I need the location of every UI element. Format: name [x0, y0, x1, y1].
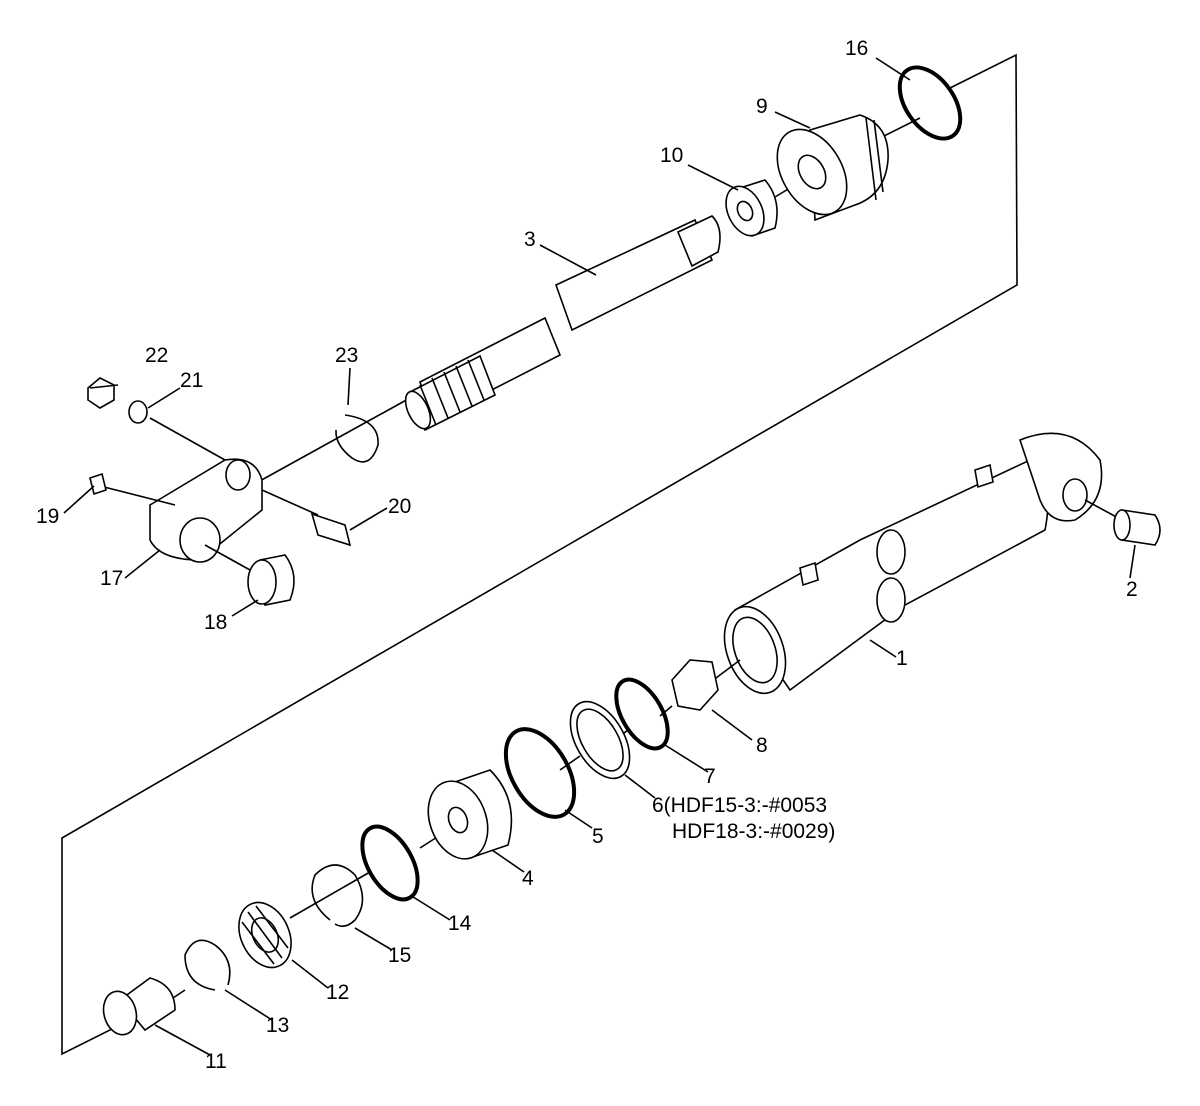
callout-16: 16	[845, 37, 868, 60]
callout-21: 21	[180, 369, 203, 392]
callout-23: 23	[335, 344, 358, 367]
callout-6: 6(HDF15-3:-#0053	[652, 794, 827, 817]
part-6-backup-ring-inner	[576, 708, 624, 772]
callout-5: 5	[592, 825, 604, 848]
leader-19-axis	[103, 486, 176, 506]
axis-21	[149, 417, 226, 461]
part-23-snap-ring	[335, 414, 379, 463]
part-8-nut	[671, 659, 719, 711]
axis-20	[261, 489, 319, 516]
part-3-rod	[404, 215, 721, 432]
part-11-bushing	[102, 977, 176, 1036]
part-10-seal	[725, 179, 778, 238]
part-16-o-ring	[897, 65, 963, 141]
callout-11: 11	[205, 1050, 227, 1073]
part-19-grease-nipple	[89, 472, 107, 496]
callout-12: 12	[326, 981, 349, 1004]
part-2-pin	[1113, 509, 1161, 546]
part-12-wear-ring	[238, 901, 292, 969]
axis-5	[559, 755, 581, 771]
part-15-snap-ring	[311, 864, 364, 928]
part-5-o-ring	[503, 727, 577, 819]
part-7-o-ring	[614, 677, 670, 751]
callout-18: 18	[204, 611, 227, 634]
part-21-washer	[128, 400, 148, 424]
callout-7: 7	[704, 765, 716, 788]
callout-10: 10	[660, 144, 683, 167]
callout-3: 3	[524, 228, 536, 251]
part-20-bolt	[310, 512, 352, 547]
callout-14: 14	[448, 912, 472, 935]
axis-18	[204, 544, 251, 571]
callout-6-continued: HDF18-3:-#0029)	[672, 820, 835, 843]
assembly-frame	[61, 53, 1018, 1056]
part-17-clevis	[149, 458, 263, 563]
callout-19: 19	[36, 505, 59, 528]
part-14-o-ring	[360, 824, 420, 902]
callout-8: 8	[756, 734, 768, 757]
axis-7	[659, 705, 673, 717]
callout-17: 17	[100, 567, 123, 590]
callout-1: 1	[896, 647, 908, 670]
part-1-cylinder-tube	[723, 432, 1103, 695]
part-22-nut	[87, 377, 115, 409]
part-9-gland	[776, 114, 889, 222]
callout-4: 4	[522, 867, 534, 890]
part-4-piston	[427, 769, 513, 860]
callout-15: 15	[388, 944, 411, 967]
callout-2: 2	[1126, 578, 1138, 601]
part-13-snap-ring	[184, 939, 231, 991]
callout-13: 13	[266, 1014, 289, 1037]
leader-lines	[63, 57, 1136, 1056]
axis-line-upper	[257, 397, 411, 483]
callout-22: 22	[145, 344, 168, 367]
callout-9: 9	[756, 95, 768, 118]
callout-20: 20	[388, 495, 411, 518]
part-18-bushing	[247, 554, 295, 606]
